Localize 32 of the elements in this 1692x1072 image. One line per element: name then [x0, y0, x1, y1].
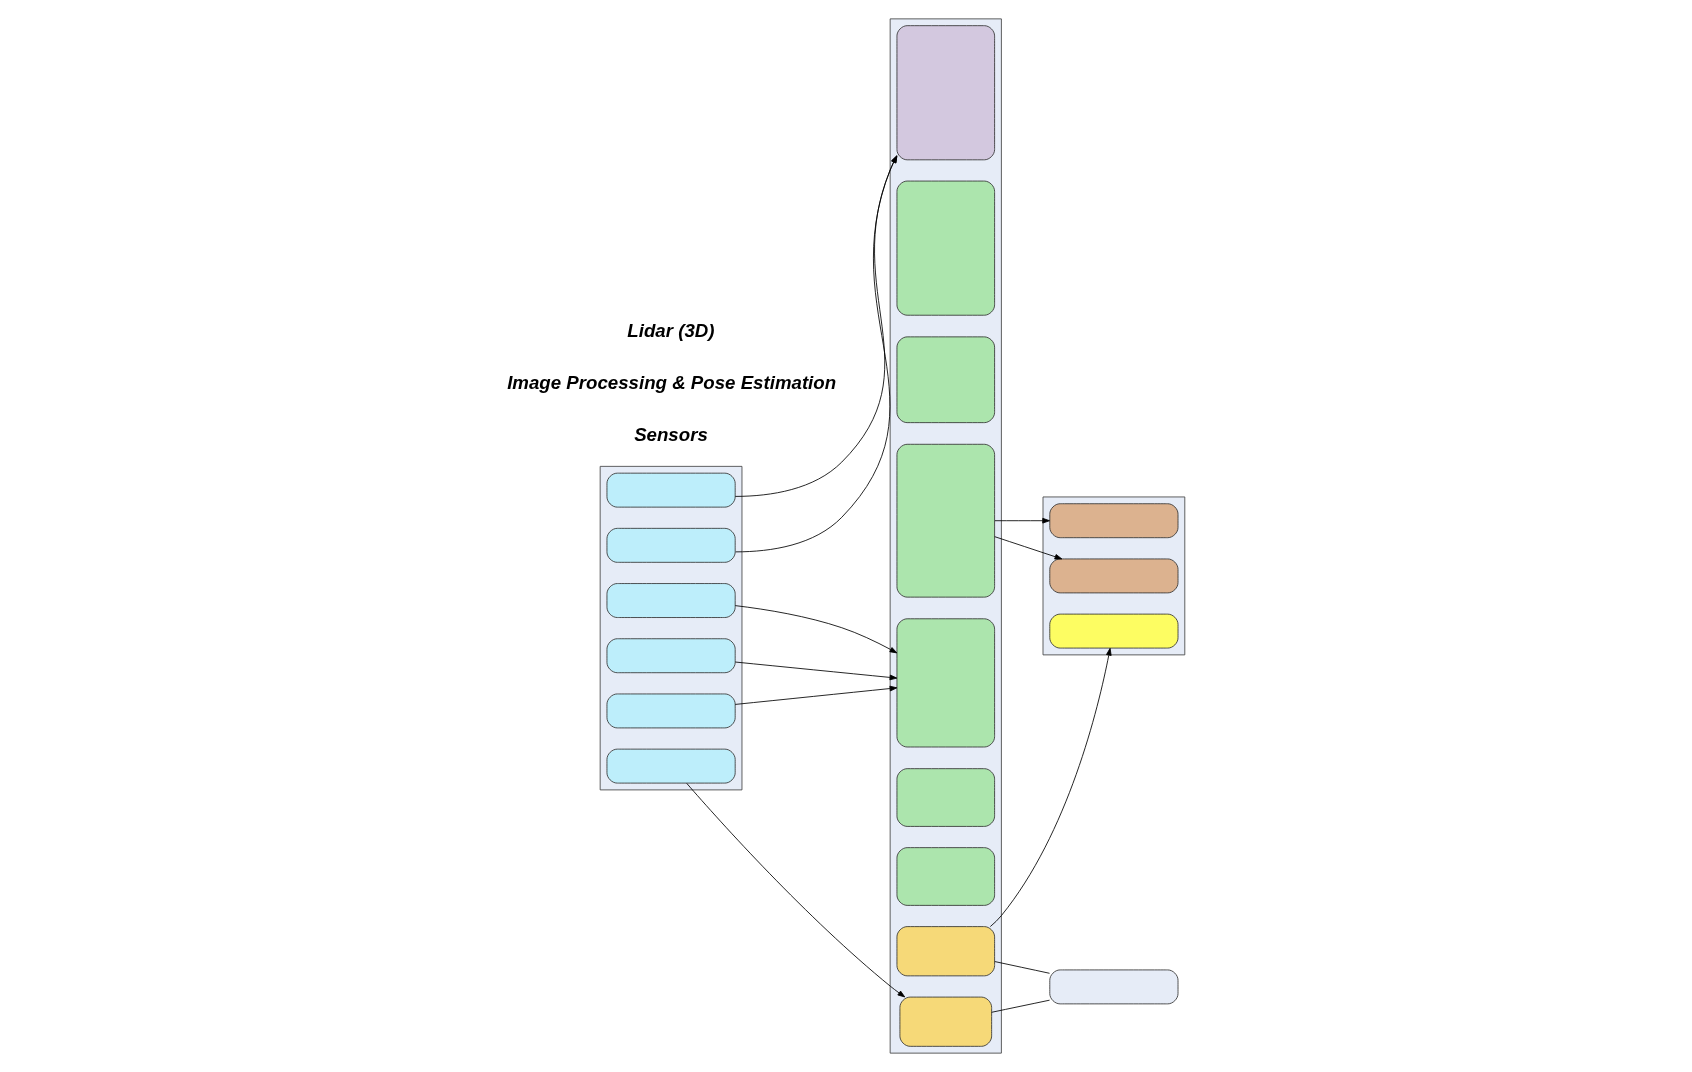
node-box [1049, 503, 1179, 539]
arrow [734, 685, 898, 705]
node-box [896, 847, 996, 906]
arrow [686, 782, 906, 998]
node-box [1049, 969, 1179, 1005]
node-box [899, 996, 993, 1047]
arrow [994, 517, 1050, 524]
node-box [896, 926, 996, 977]
node-box [896, 443, 996, 598]
node-box [606, 748, 736, 784]
connector [991, 999, 1050, 1013]
label: Image Processing & Pose Estimation [507, 371, 837, 393]
node-box [896, 25, 996, 161]
arrow [994, 536, 1063, 560]
node-box [896, 180, 996, 316]
arrow [734, 605, 898, 654]
node-box [1049, 558, 1179, 594]
arrow [734, 661, 898, 681]
cluster [599, 465, 743, 791]
connector [994, 961, 1050, 974]
node-box [606, 638, 736, 674]
node-box [606, 527, 736, 563]
node-box [606, 583, 736, 618]
node-box [896, 336, 996, 424]
node-box [896, 768, 996, 827]
label: Sensors [634, 423, 708, 445]
node-box [606, 472, 736, 508]
node-box [896, 618, 996, 748]
node-box [1049, 613, 1179, 649]
node-box [606, 693, 736, 729]
arrow [989, 647, 1112, 927]
label: Lidar (3D) [627, 319, 715, 341]
